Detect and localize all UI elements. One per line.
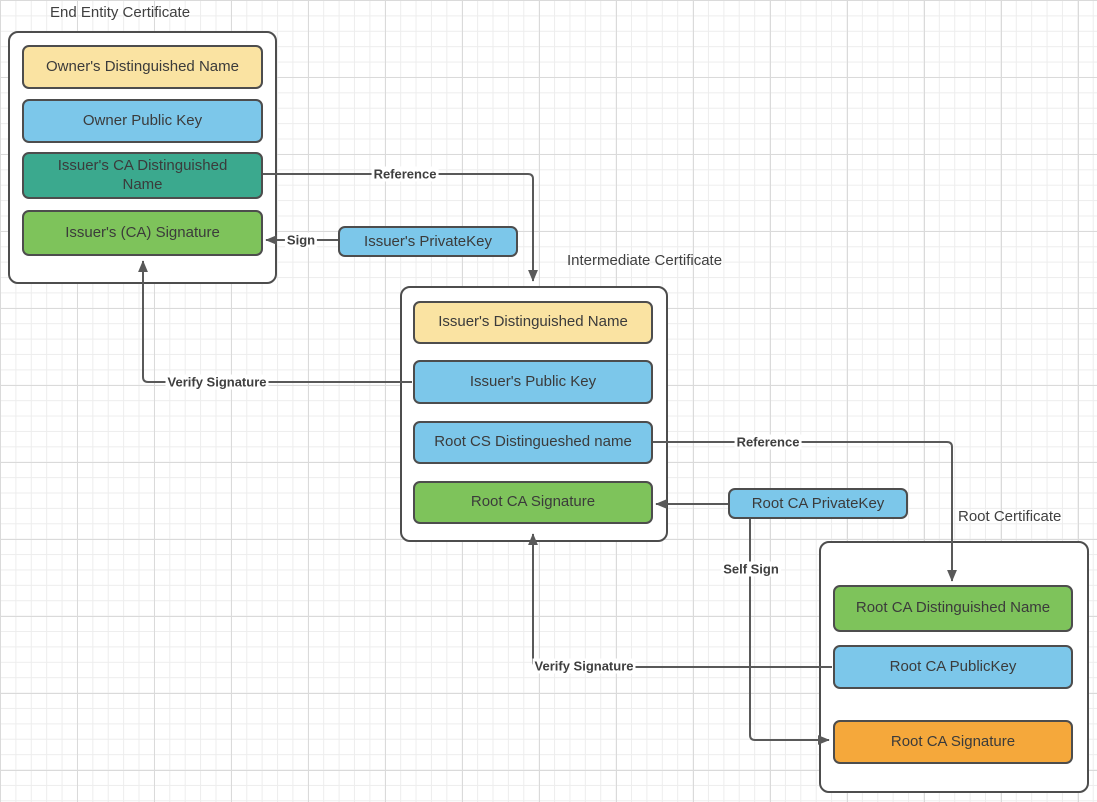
- field-label: Root CA PublicKey: [889, 657, 1017, 675]
- key-label: Issuer's PrivateKey: [364, 233, 492, 250]
- edge-label-reference-right[interactable]: Reference: [734, 434, 802, 450]
- field-label: Issuer's (CA) Signature: [65, 223, 220, 241]
- field-label: Issuer's Distinguished Name: [438, 313, 628, 331]
- field-issuers-ca-distinguished-name[interactable]: Issuer's CA Distinguished Name: [22, 152, 263, 199]
- field-owners-distinguished-name[interactable]: Owner's Distinguished Name: [22, 45, 263, 89]
- field-label: Root CA Distinguished Name: [855, 599, 1051, 617]
- connector-self-sign[interactable]: [749, 519, 830, 745]
- end-entity-certificate-title: End Entity Certificate: [50, 4, 191, 21]
- field-issuers-public-key[interactable]: Issuer's Public Key: [413, 360, 653, 404]
- field-root-ca-distinguished-name[interactable]: Root CA Distinguished Name: [833, 585, 1073, 632]
- field-label: Issuer's Public Key: [469, 372, 597, 390]
- field-root-ca-publickey[interactable]: Root CA PublicKey: [833, 645, 1073, 689]
- connector-verify-signature-root-to-intermediate[interactable]: [528, 533, 832, 668]
- key-label: Root CA PrivateKey: [751, 495, 885, 512]
- edge-label-reference-top[interactable]: Reference: [371, 166, 439, 182]
- field-label: Root CS Distingueshed name: [434, 433, 632, 451]
- issuers-privatekey-box[interactable]: Issuer's PrivateKey: [338, 226, 518, 257]
- field-issuers-ca-signature[interactable]: Issuer's (CA) Signature: [22, 210, 263, 256]
- edge-label-sign[interactable]: Sign: [284, 232, 318, 248]
- field-label: Owner's Distinguished Name: [46, 57, 239, 75]
- root-ca-privatekey-box[interactable]: Root CA PrivateKey: [728, 488, 908, 519]
- edge-label-self-sign[interactable]: Self Sign: [721, 561, 781, 577]
- field-root-ca-signature-intermediate[interactable]: Root CA Signature: [413, 481, 653, 524]
- field-label: Root CA Signature: [890, 732, 1016, 750]
- field-label: Issuer's CA Distinguished Name: [57, 156, 228, 193]
- field-root-ca-signature-root[interactable]: Root CA Signature: [833, 720, 1073, 764]
- field-root-cs-distingueshed-name[interactable]: Root CS Distingueshed name: [413, 421, 653, 464]
- edge-label-verify-signature-bottom[interactable]: Verify Signature: [532, 658, 636, 674]
- field-issuers-distinguished-name[interactable]: Issuer's Distinguished Name: [413, 301, 653, 344]
- field-label: Root CA Signature: [470, 493, 596, 511]
- root-certificate-title: Root Certificate: [958, 508, 1062, 525]
- field-owner-public-key[interactable]: Owner Public Key: [22, 99, 263, 143]
- field-label: Owner Public Key: [82, 111, 203, 129]
- intermediate-certificate-title: Intermediate Certificate: [567, 252, 723, 269]
- edge-label-verify-signature-left[interactable]: Verify Signature: [165, 374, 269, 390]
